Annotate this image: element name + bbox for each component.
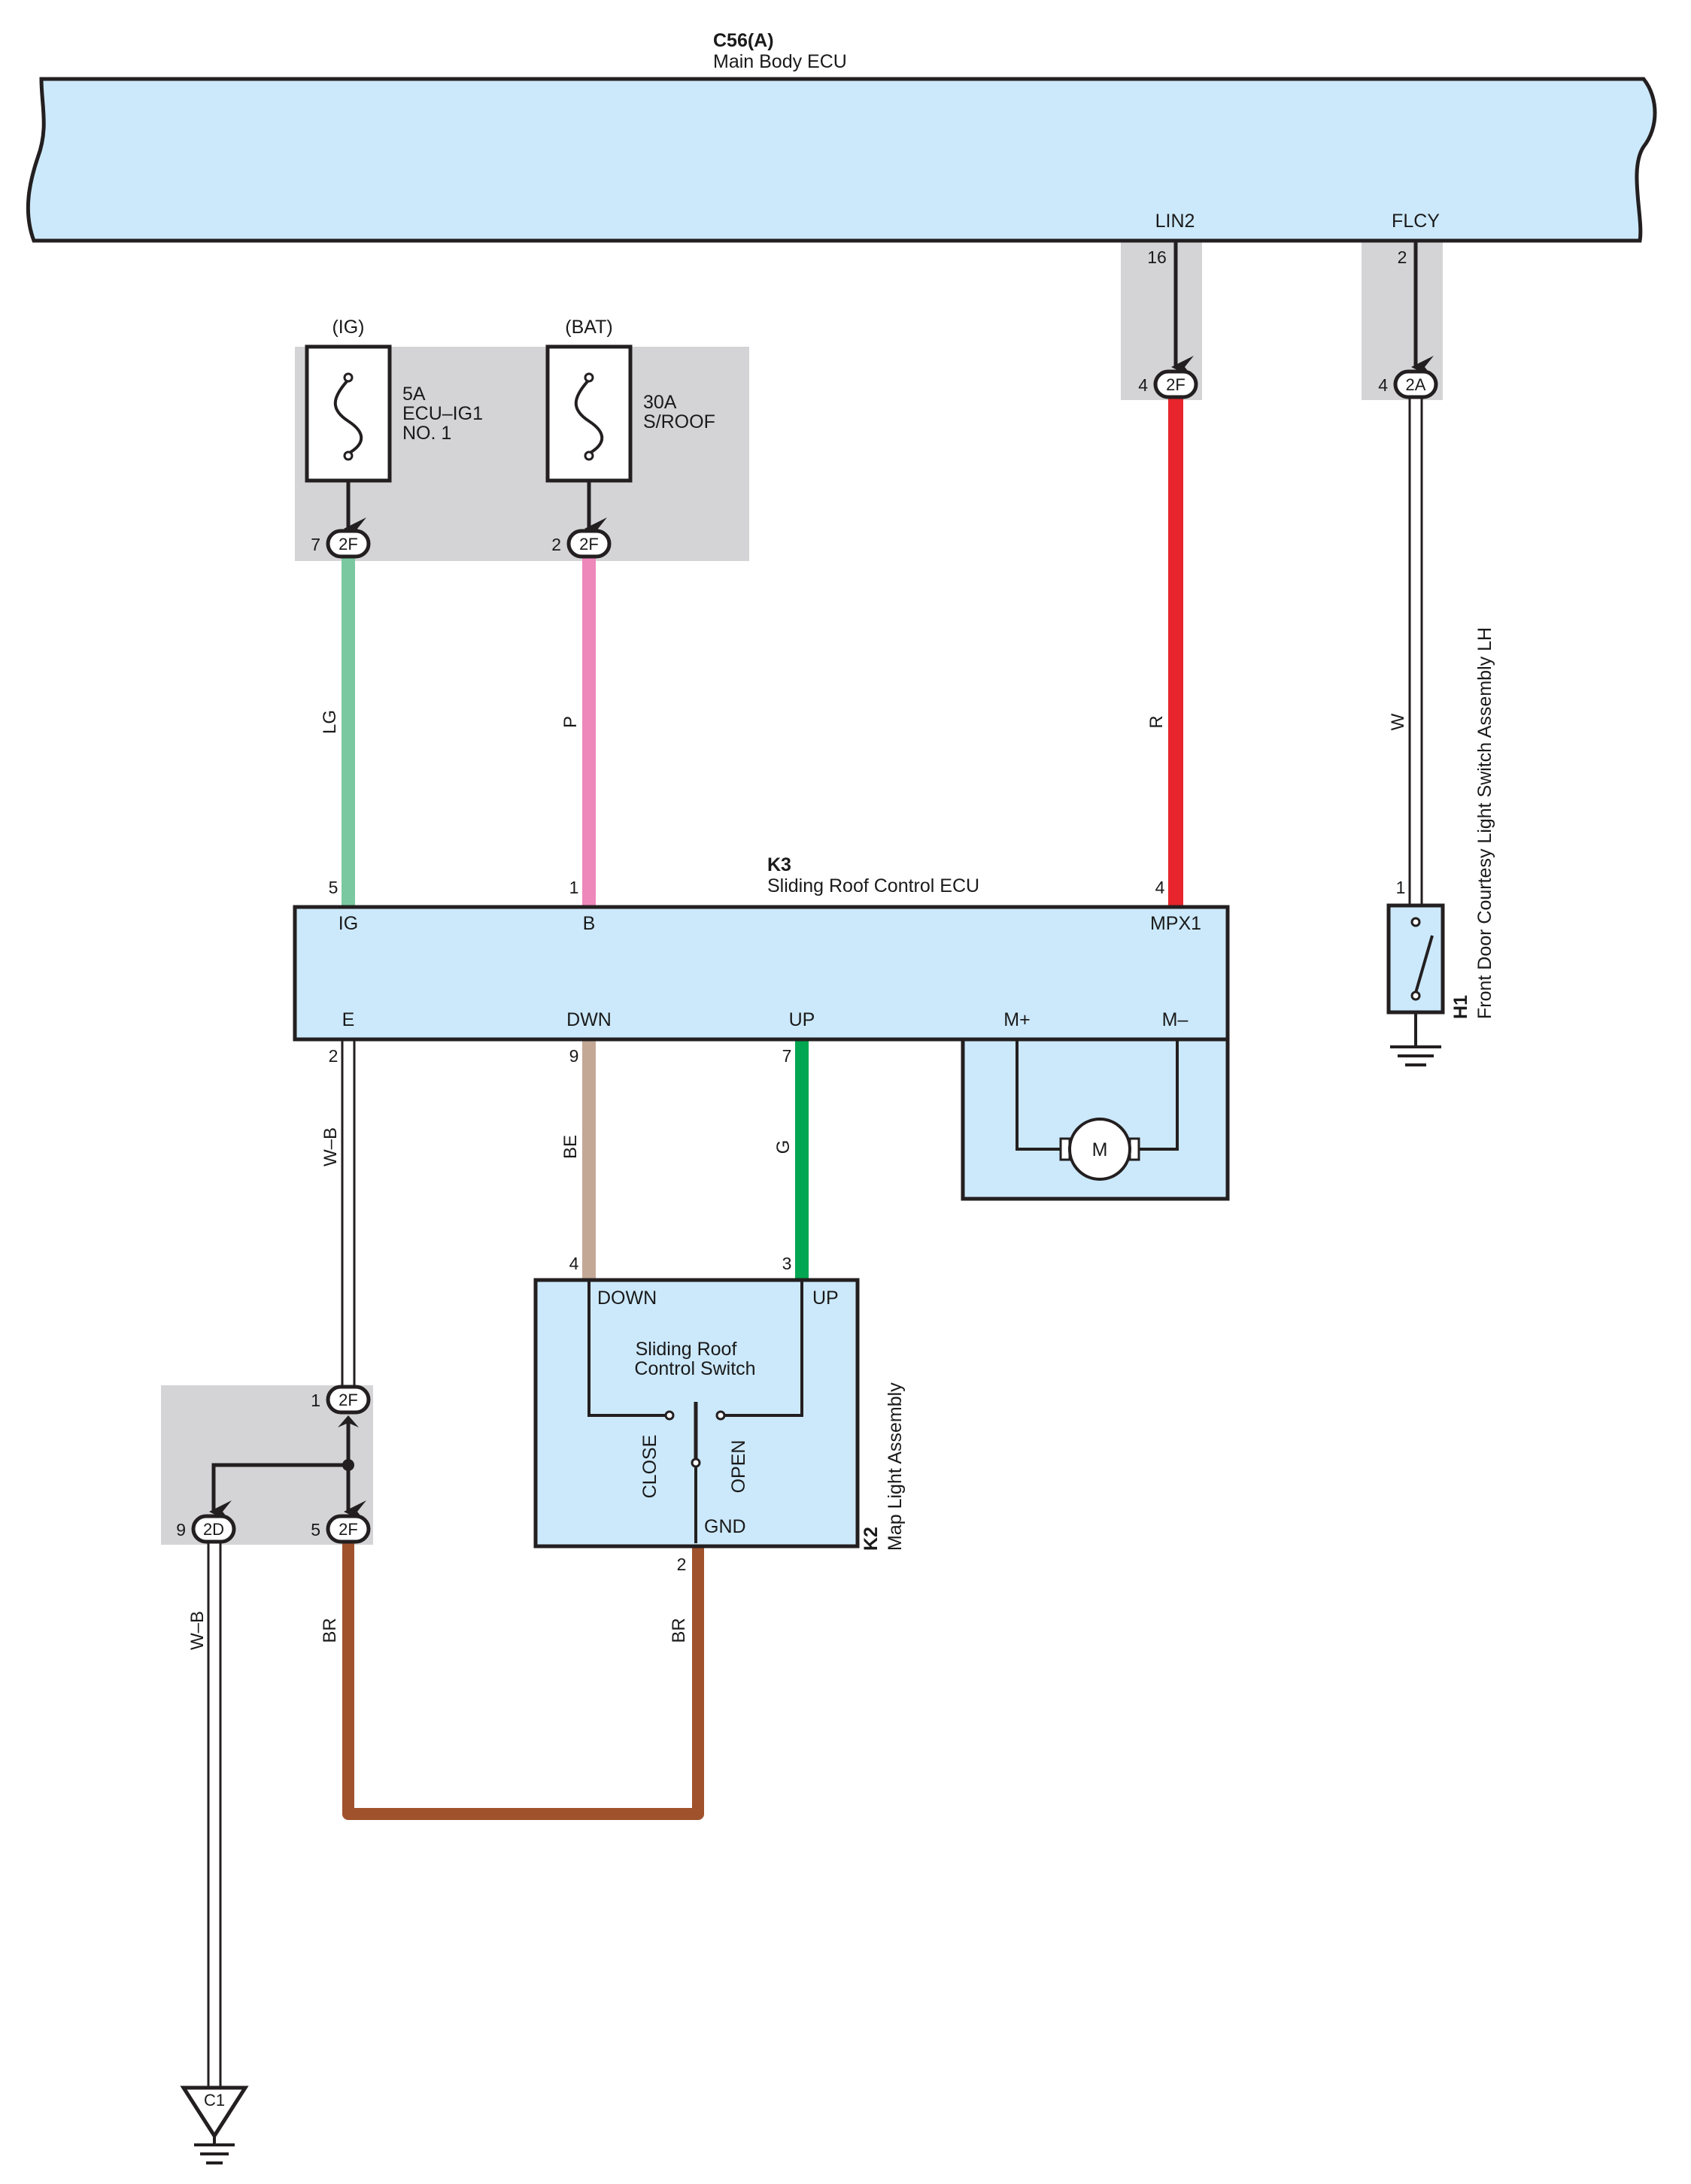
motor-label: M	[1092, 1139, 1108, 1160]
wire-label-lg: LG	[320, 710, 340, 734]
sliding-roof-ecu-name: Sliding Roof Control ECU	[767, 875, 979, 896]
ecu-pin-ig: IG	[339, 913, 358, 934]
switch-position-open: OPEN	[728, 1440, 749, 1494]
ground-point-triangle	[180, 2085, 249, 2140]
door-switch-name: Front Door Courtesy Light Switch Assembl…	[1474, 627, 1495, 1019]
wire-wb-top	[341, 1036, 356, 1393]
ground-point-code: C1	[204, 2091, 225, 2110]
svg-text:2F: 2F	[339, 1391, 358, 1409]
switch-pin-number-up: 3	[782, 1254, 792, 1273]
ground-icon	[194, 2136, 235, 2164]
door-switch-code: H1	[1450, 995, 1471, 1019]
wire-br-left	[342, 1542, 704, 1820]
main-ecu-code: C56(A)	[713, 30, 774, 51]
connector-fuse-ig: 2F	[326, 529, 371, 559]
main-ecu-pin-number-flcy: 2	[1398, 247, 1407, 267]
wire-w	[1408, 396, 1423, 907]
wire-be	[582, 1038, 596, 1280]
ecu-pin-dwn: DWN	[566, 1009, 612, 1030]
ecu-pin-number-e: 2	[329, 1046, 339, 1066]
wire-g	[795, 1038, 809, 1280]
switch-pin-up: UP	[812, 1288, 839, 1309]
main-ecu-pin-number-lin2: 16	[1147, 247, 1167, 267]
svg-text:2A: 2A	[1406, 375, 1426, 394]
wire-p	[582, 557, 596, 908]
connector-fuse-ig-pin: 7	[311, 535, 320, 554]
wire-label-w: W	[1388, 713, 1408, 730]
motor-symbol	[1068, 1118, 1131, 1181]
ecu-pin-number-ig: 5	[329, 878, 339, 897]
sliding-roof-ecu-block	[293, 905, 1230, 1042]
switch-pin-gnd: GND	[704, 1516, 746, 1537]
ecu-pin-number-up: 7	[782, 1046, 792, 1066]
svg-text:2F: 2F	[339, 1520, 358, 1539]
fuse-ig-symbol	[333, 378, 363, 455]
wire-lg	[342, 557, 355, 908]
main-ecu-pin-flcy: FLCY	[1392, 211, 1440, 232]
connector-flcy-pin: 4	[1378, 375, 1388, 395]
door-switch-contact	[1414, 935, 1434, 993]
wire-label-wb-bottom: W–B	[187, 1611, 208, 1650]
connector-junction-out-right: 2F	[326, 1514, 371, 1544]
wire-label-br-right: BR	[669, 1618, 689, 1643]
fuse-ig-source: (IG)	[332, 317, 364, 338]
main-body-ecu-block	[26, 77, 1657, 243]
wire-label-g: G	[773, 1140, 794, 1154]
main-ecu-pin-lin2: LIN2	[1155, 211, 1195, 232]
connector-fuse-bat-pin: 2	[551, 535, 561, 554]
wire-label-be: BE	[560, 1135, 581, 1159]
connector-junction-in: 2F	[326, 1385, 371, 1415]
connector-lin2-pin: 4	[1138, 375, 1148, 395]
wire-label-wb-top: W–B	[320, 1127, 341, 1166]
fuse-bat-symbol	[574, 378, 604, 455]
door-switch-pin-number: 1	[1396, 878, 1406, 897]
ecu-pin-up: UP	[789, 1009, 815, 1030]
switch-pin-number-gnd: 2	[677, 1555, 687, 1574]
svg-text:2F: 2F	[339, 535, 358, 554]
wire-label-br-left: BR	[320, 1618, 340, 1643]
ecu-pin-mminus: M–	[1162, 1009, 1189, 1030]
ecu-pin-e: E	[342, 1009, 355, 1030]
switch-pin-down: DOWN	[597, 1288, 657, 1309]
connector-lin2: 2F	[1153, 369, 1198, 399]
wire-label-p: P	[560, 716, 581, 728]
switch-wiring	[587, 1280, 803, 1543]
switch-position-close: CLOSE	[639, 1435, 660, 1499]
ecu-pin-mplus: M+	[1003, 1009, 1030, 1030]
connector-junction-out-right-pin: 5	[311, 1520, 320, 1539]
ecu-pin-number-b: 1	[569, 878, 579, 897]
connector-fuse-bat: 2F	[566, 529, 612, 559]
connector-flcy: 2A	[1393, 369, 1438, 399]
fuse-bat-source: (BAT)	[565, 317, 612, 338]
motor-wiring	[1016, 1039, 1179, 1151]
main-ecu-name: Main Body ECU	[713, 51, 847, 72]
fuse-ig-name-line2: NO. 1	[402, 423, 451, 444]
svg-text:2F: 2F	[1166, 375, 1186, 394]
wire-label-r: R	[1146, 715, 1167, 728]
switch-name-line2: Control Switch	[634, 1358, 755, 1379]
switch-name-line1: Sliding Roof	[636, 1339, 737, 1360]
map-light-code: K2	[861, 1527, 882, 1551]
ecu-pin-mpx1: MPX1	[1150, 913, 1201, 934]
ecu-pin-number-mpx1: 4	[1155, 878, 1165, 897]
wire-wb-bottom	[207, 1537, 222, 2089]
map-light-name: Map Light Assembly	[885, 1382, 906, 1551]
fuse-bat-rating: 30A	[643, 392, 677, 413]
fuse-ig-name-line1: ECU–IG1	[402, 403, 483, 424]
ecu-pin-b: B	[583, 913, 596, 934]
connector-junction-out-left-pin: 9	[176, 1520, 186, 1539]
svg-text:2F: 2F	[579, 535, 599, 554]
fuse-ig-rating: 5A	[402, 384, 426, 405]
connector-junction-in-pin: 1	[311, 1391, 320, 1410]
sliding-roof-ecu-code: K3	[767, 854, 791, 875]
wire-r	[1168, 397, 1183, 908]
switch-pin-number-down: 4	[569, 1254, 579, 1273]
ecu-pin-number-dwn: 9	[569, 1046, 579, 1066]
connector-junction-out-left: 2D	[191, 1514, 236, 1544]
door-switch-ground-icon	[1390, 1045, 1441, 1066]
fuse-bat-name-line1: S/ROOF	[643, 411, 715, 432]
svg-text:2D: 2D	[203, 1520, 224, 1539]
